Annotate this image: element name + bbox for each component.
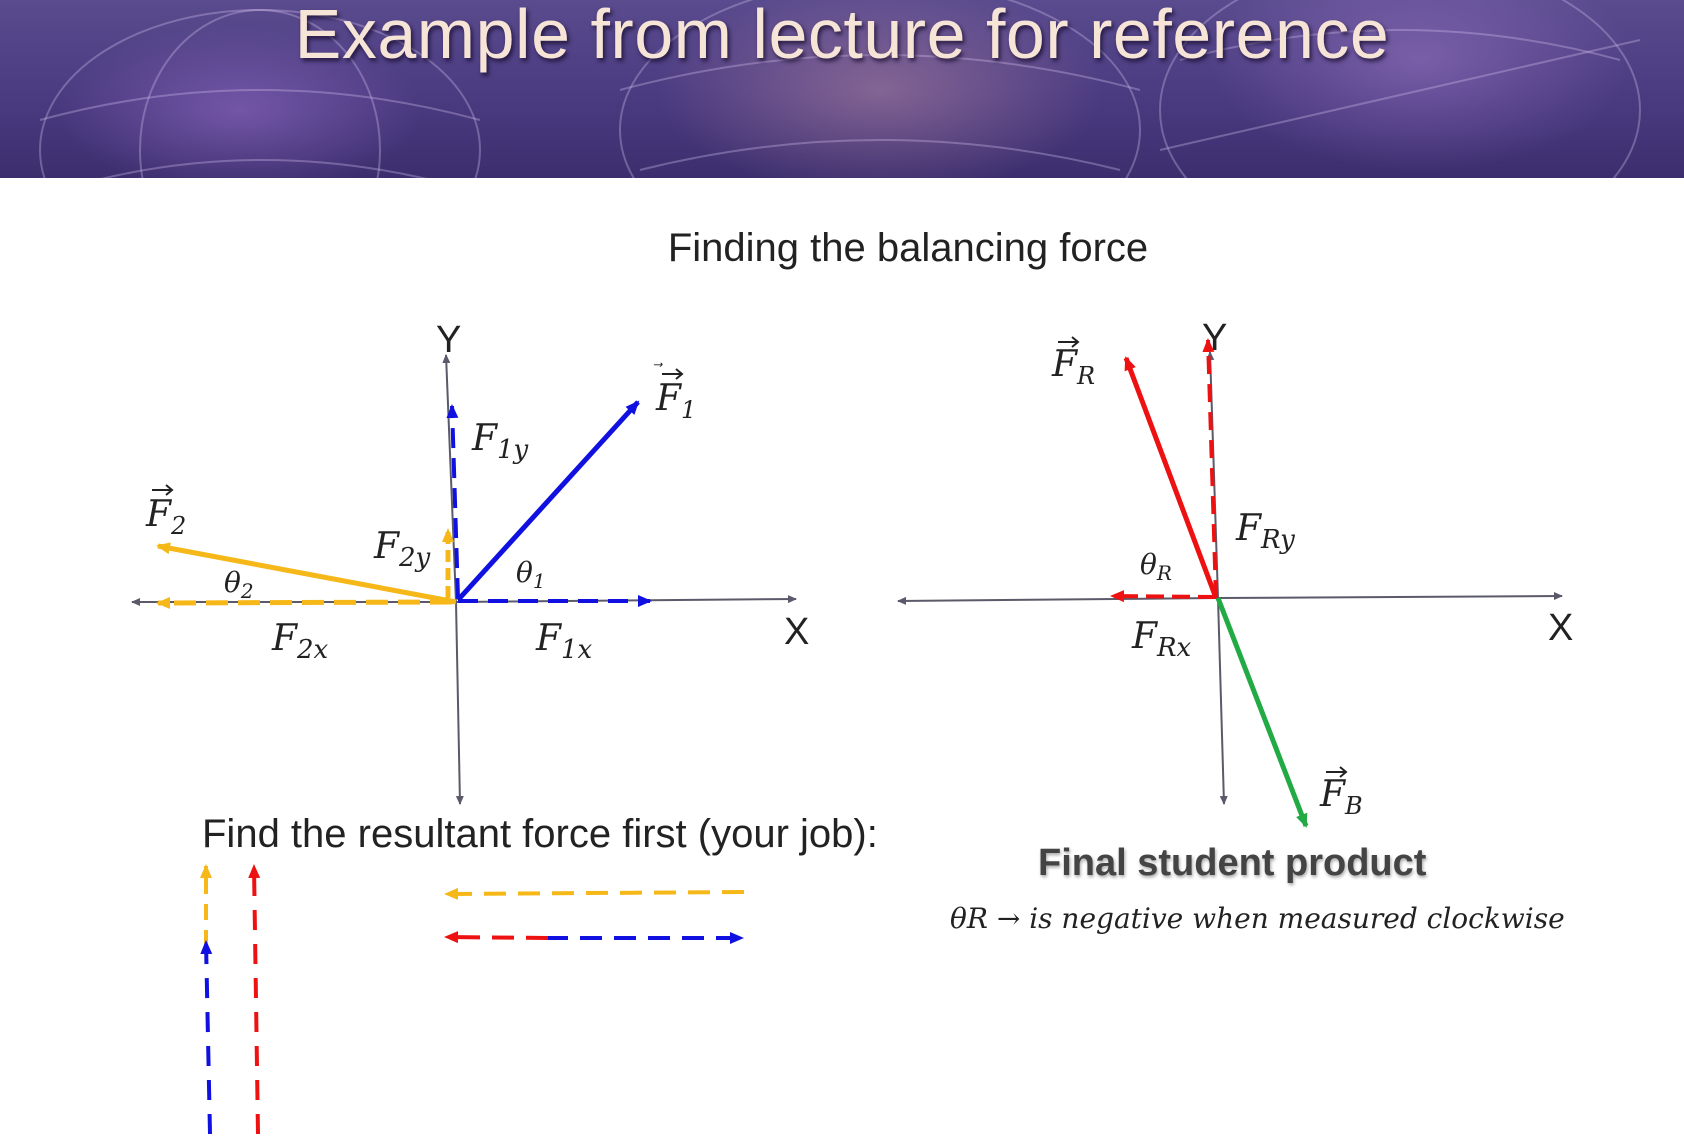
svg-text:FB: FB [1319, 774, 1363, 820]
FB-vector [1215, 597, 1309, 828]
right-x-axis-label: X [1548, 607, 1573, 649]
right-y-axis-negative [1217, 597, 1228, 805]
left-diagram: Y X F1 ⃗ F2 F1y F2y F1x F2x θ1 θ2 [131, 319, 809, 805]
student-blue-vertical [200, 940, 213, 1135]
left-x-axis-label: X [784, 611, 809, 653]
svg-text:FR: FR [1051, 344, 1095, 390]
right-diagram: Y X FR FB FRy FRx θR [897, 317, 1573, 828]
F2x-component [156, 596, 453, 609]
theta-note: θR → is negative when measured clockwise [950, 902, 1565, 935]
final-product-label: Final student product [1038, 842, 1427, 884]
svg-text:⃗: ⃗ [653, 362, 663, 367]
task-instruction: Find the resultant force first (your job… [202, 812, 878, 856]
student-red-vertical [248, 864, 261, 1135]
F1-label: F1 ⃗ [653, 362, 696, 424]
right-y-axis-label: Y [1202, 317, 1227, 359]
FR-label: FR [1051, 336, 1095, 390]
F2x-label: F2x [271, 618, 329, 665]
thetaR-label: θR [1140, 548, 1172, 585]
left-y-axis-label: Y [436, 319, 461, 361]
FB-label: FB [1319, 766, 1363, 820]
FRx-component [1110, 590, 1217, 603]
svg-text:F2: F2 [145, 494, 186, 540]
F1y-label: F1y [471, 418, 529, 465]
F1y-component [446, 404, 460, 599]
right-x-axis [897, 596, 1219, 605]
theta1-label: θ1 [516, 556, 546, 593]
FRy-label: FRy [1235, 508, 1295, 555]
FRx-label: FRx [1131, 616, 1192, 663]
student-yellow-horizontal [444, 887, 745, 900]
FRy-component [1202, 338, 1218, 599]
F1-vector [456, 400, 640, 602]
svg-text:F1: F1 [655, 378, 696, 424]
right-x-axis-positive [1217, 592, 1563, 601]
left-y-axis [442, 354, 457, 603]
FR-vector [1123, 356, 1219, 599]
F1x-label: F1x [535, 618, 593, 665]
student-work-arrows [200, 864, 745, 1135]
banner-globe-art [39, 0, 1641, 178]
diagram-subtitle: Finding the balancing force [667, 226, 1149, 270]
F2-label: F2 [145, 484, 186, 540]
left-y-axis-negative [455, 601, 464, 805]
theta2-label: θ2 [224, 566, 254, 603]
student-red-horizontal [444, 931, 549, 944]
F2-vector [156, 542, 457, 605]
F2y-label: F2y [373, 526, 431, 573]
slide-title: Example from lecture for reference [294, 0, 1390, 73]
title-banner: Example from lecture for reference [0, 0, 1684, 178]
